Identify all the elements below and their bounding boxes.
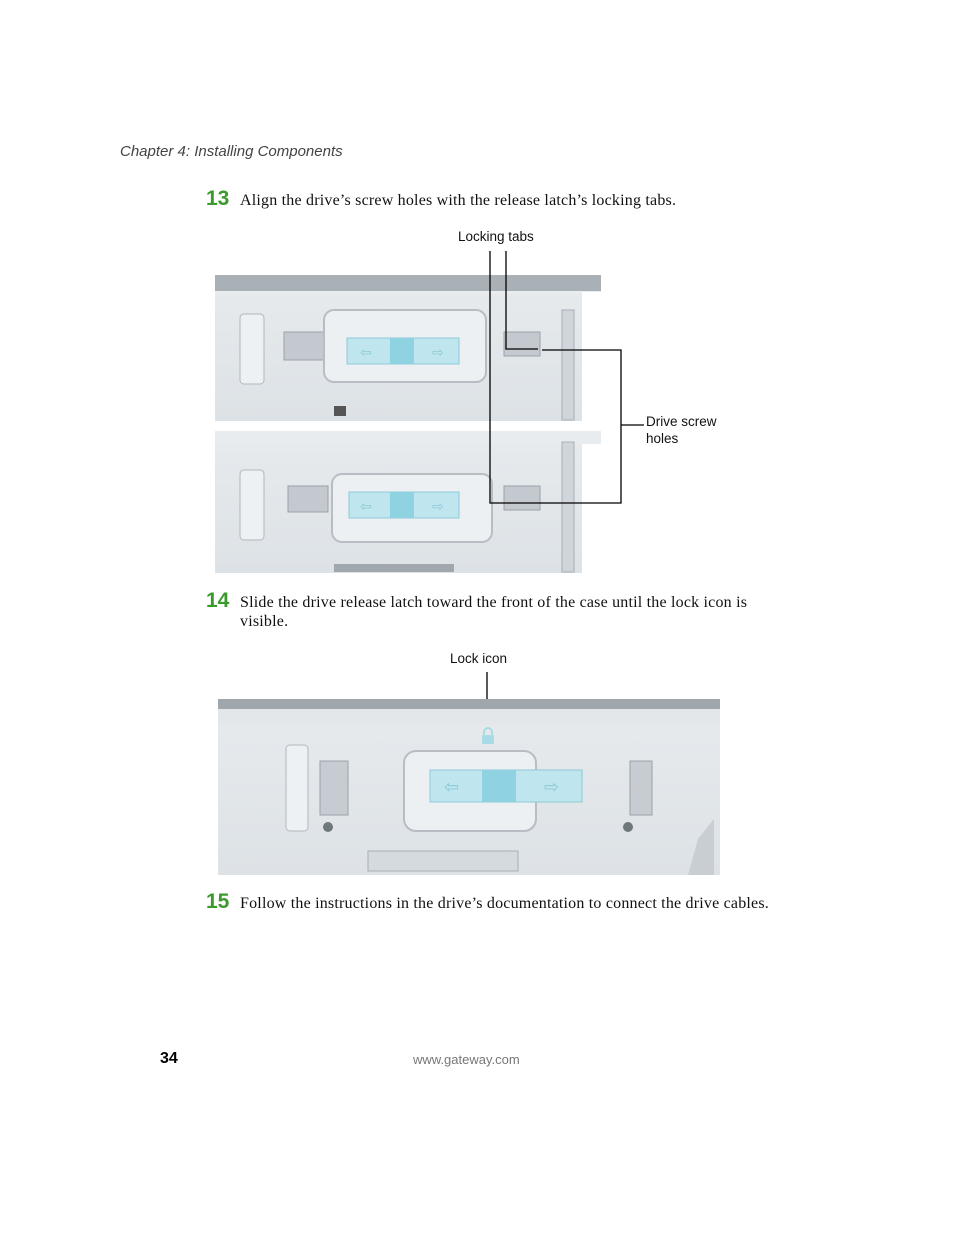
page-number: 34 (160, 1050, 178, 1067)
svg-text:⇦: ⇦ (360, 345, 372, 361)
svg-text:⇨: ⇨ (432, 345, 444, 361)
chapter-header: Chapter 4: Installing Components (120, 143, 343, 160)
figure-drive-latch-locked: ⇦ ⇨ (218, 699, 720, 875)
step-number-15: 15 (206, 890, 230, 913)
callout-holes-line1: Drive screw (646, 414, 717, 429)
figure1-leader-lines (489, 251, 644, 504)
figure-drive-bay-alignment: ⇦ ⇨ ⇦ ⇨ (214, 275, 602, 574)
step-text-13: Align the drive’s screw holes with the r… (240, 192, 677, 209)
step-text-15: Follow the instructions in the drive’s d… (240, 895, 769, 912)
svg-text:⇦: ⇦ (444, 777, 459, 798)
drive-bay-photo-bottom: ⇦ ⇨ (215, 431, 601, 574)
drive-bay-photo-top: ⇦ ⇨ (215, 275, 601, 422)
step-text-14: Slide the drive release latch toward the… (240, 594, 748, 630)
lock-icon (482, 727, 494, 744)
footer-url: www.gateway.com (413, 1052, 520, 1067)
callout-drive-screw-holes: Drive screw holes (646, 413, 717, 447)
callout-locking-tabs: Locking tabs (458, 229, 534, 244)
step-number-13: 13 (206, 187, 230, 210)
step-number-14: 14 (206, 589, 230, 612)
svg-text:⇨: ⇨ (432, 499, 444, 515)
callout-lock-icon: Lock icon (450, 651, 508, 666)
svg-text:⇨: ⇨ (544, 777, 559, 798)
svg-text:⇦: ⇦ (360, 499, 372, 515)
callout-holes-line2: holes (646, 431, 679, 446)
